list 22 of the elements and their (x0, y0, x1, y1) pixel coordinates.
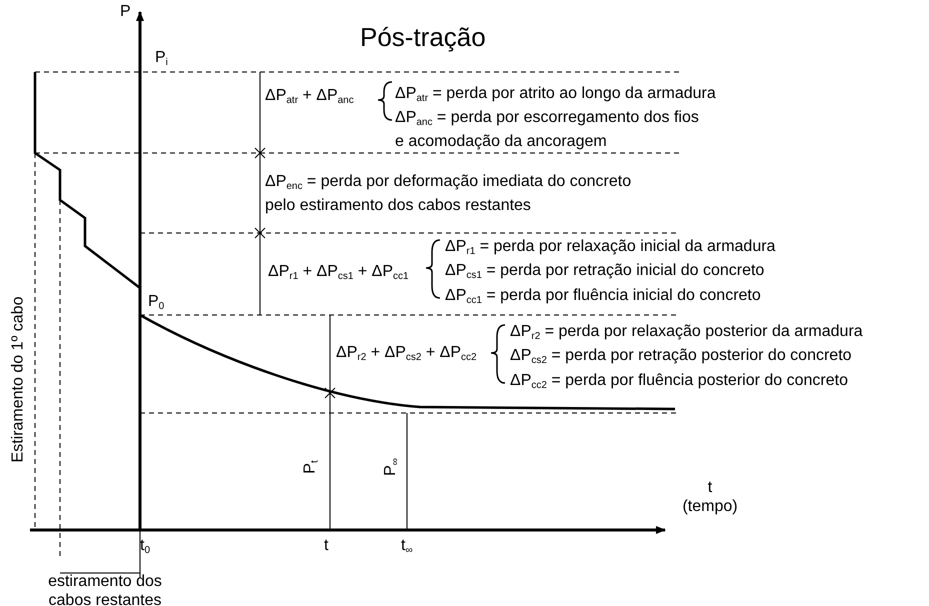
axis-label: Estiramento do 1º cabo (8, 296, 28, 462)
loss-definition: ΔP$_{cc1}$ = perda por fluência inicial do concreto (445, 286, 761, 308)
loss-sum: ΔP$_{r1}$ + ΔP$_{cs1}$ + ΔP$_{cc1}$ (268, 262, 409, 284)
tick-label: t$_{∞}$ (401, 536, 413, 558)
axis-label: t (tempo) (681, 478, 739, 516)
loss-definition: ΔP$_{cs1}$ = perda por retração inicial do concreto (445, 261, 764, 283)
axis-label: P$_{i}$ (155, 48, 168, 70)
tick-label: t (324, 536, 328, 555)
loss-definition: ΔP$_{r1}$ = perda por relaxação inicial da armadura (445, 237, 776, 259)
loss-sum: ΔP$_{r2}$ + ΔP$_{cs2}$ + ΔP$_{cc2}$ (336, 343, 477, 365)
tick-label: t$_{0}$ (140, 536, 150, 558)
axis-label: P (120, 2, 131, 21)
loss-sum: ΔP$_{atr}$ + ΔP$_{anc}$ (265, 86, 354, 108)
annotation-text: estiramento dos cabos restantes (47, 572, 163, 606)
loss-definition: ΔP$_{cc2}$ = perda por fluência posterior do concreto (510, 371, 848, 393)
loss-definition: ΔP$_{r2}$ = perda por relaxação posterior da armadura (510, 322, 863, 344)
loss-definition: ΔP$_{cs2}$ = perda por retração posterior do concreto (510, 346, 852, 368)
diagram-title: Pós-tração (360, 22, 486, 52)
loss-definition: ΔP$_{anc}$ = perda por escorregamento dos fios e acomodação da ancoragem (395, 108, 700, 151)
loss-definition: ΔP$_{enc}$ = perda por deformação imediata do concreto pelo estiramento dos cabos restantes (265, 172, 632, 215)
point-label: P$_{0}$ (148, 292, 164, 314)
loss-definition: ΔP$_{atr}$ = perda por atrito ao longo da armadura (395, 84, 716, 106)
